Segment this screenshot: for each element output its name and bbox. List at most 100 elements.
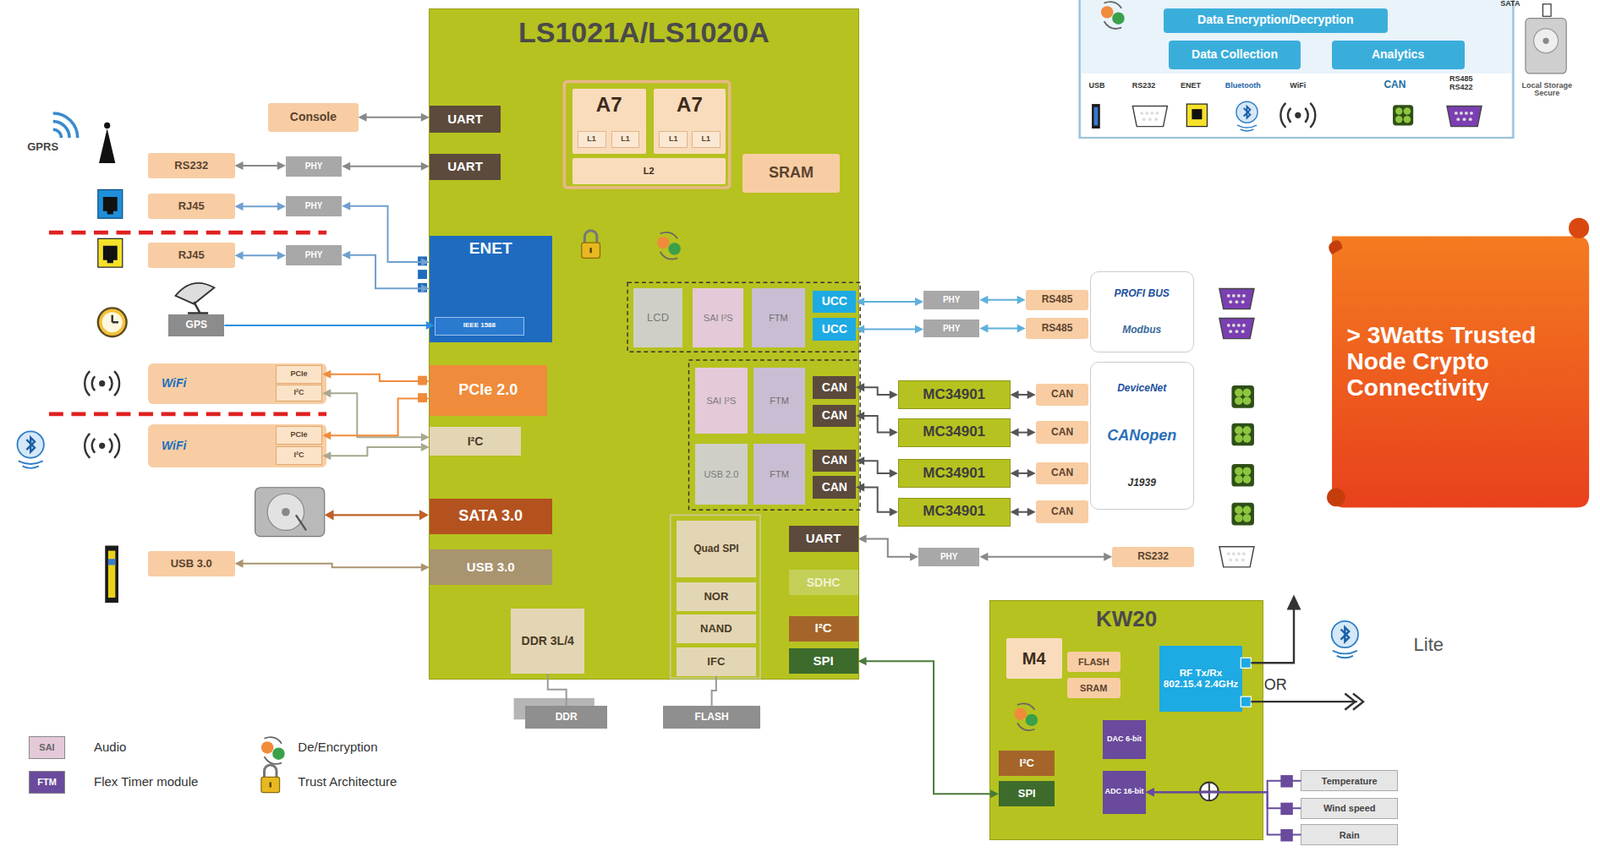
feature-panel	[1081, 73, 1512, 137]
connector	[322, 443, 430, 461]
node-label: PHY	[305, 161, 324, 171]
connector-line	[241, 254, 280, 257]
timer-block: FTM	[753, 443, 805, 505]
port-box: Console	[268, 103, 358, 132]
satellite-dish	[175, 283, 215, 314]
connector	[1010, 428, 1036, 438]
arrowhead	[889, 508, 899, 517]
node-label: FLASH	[695, 712, 729, 724]
local-storage-disk	[1542, 38, 1549, 44]
panel-icons	[1403, 107, 1411, 115]
gprs-signal	[53, 113, 78, 138]
connector-line	[1016, 472, 1031, 475]
arrowhead	[341, 251, 351, 260]
node-label: CAN	[821, 454, 848, 467]
node-label: RJ45	[178, 249, 205, 262]
gps-box: GPS	[168, 314, 225, 338]
arrowhead	[235, 559, 244, 569]
connector	[1010, 469, 1036, 478]
node-label: USB 2.0	[703, 469, 739, 480]
annotation-label: SAI	[28, 742, 66, 753]
node-label: KW20	[1095, 607, 1157, 632]
wifi-card: WiFiPCIeI²C	[147, 363, 327, 405]
panel-icons	[1403, 115, 1411, 123]
i2c-block: I²C	[998, 750, 1055, 777]
sata-link	[324, 509, 429, 521]
ucc-block: UCC	[812, 317, 856, 341]
pcie-block: PCIe 2.0	[429, 365, 548, 417]
arrowhead	[858, 534, 867, 543]
arrowhead	[909, 553, 919, 562]
node-label: Modbus	[1122, 324, 1162, 336]
cache-block: L1	[577, 131, 607, 148]
node-label: A7	[676, 93, 703, 116]
memory-interface: NAND	[676, 614, 757, 644]
node-label: CAN	[821, 409, 848, 422]
node-label: ENET	[469, 240, 513, 258]
arrowhead	[341, 202, 351, 211]
pcie-port	[417, 393, 428, 404]
rj45-icon	[98, 189, 123, 268]
sensor-tab	[1280, 775, 1293, 788]
rj45-icon	[103, 246, 118, 264]
node-label: RS485	[1041, 323, 1074, 335]
connector-line	[861, 416, 893, 433]
port-box: RJ45	[147, 193, 236, 220]
antenna-tower	[98, 122, 116, 164]
node-label: UART	[447, 159, 483, 175]
connector	[224, 321, 434, 330]
connector	[979, 324, 1025, 334]
can-block: CAN	[812, 376, 856, 400]
can-block: CAN	[812, 476, 856, 499]
converter-block: ADC 16-bit	[1102, 771, 1146, 815]
arrowhead	[889, 428, 899, 438]
node-label: CAN	[821, 481, 848, 494]
illustration	[1446, 105, 1482, 127]
node-label: FLASH	[1078, 657, 1110, 668]
connector	[1010, 508, 1036, 517]
arrowhead	[1027, 508, 1036, 517]
node-label: I²C	[294, 389, 305, 398]
connector	[855, 383, 899, 400]
audio-block: SAI I²S	[695, 367, 749, 433]
clock-icon	[98, 307, 127, 337]
port-box: CAN	[1035, 383, 1090, 407]
node-label: M4	[1022, 649, 1047, 669]
node-label: DDR 3L/4	[521, 635, 575, 648]
arrowhead	[341, 162, 351, 171]
node-label: FTM	[769, 469, 790, 480]
cache-block: L1	[658, 131, 688, 148]
connector	[322, 394, 430, 441]
connector	[322, 370, 430, 386]
connector	[855, 456, 899, 478]
arrowhead	[915, 325, 924, 335]
phy-box: PHY	[285, 156, 342, 177]
card-port: I²C	[275, 384, 324, 403]
gprs-signal	[53, 113, 78, 138]
card-port: I²C	[275, 446, 324, 466]
arrowhead	[1010, 390, 1020, 400]
timing-block: IEEE 1588	[434, 317, 525, 336]
connector-line	[364, 116, 424, 119]
node-label: L1	[620, 135, 631, 144]
arrowhead	[979, 324, 988, 334]
enet-port	[417, 256, 428, 293]
sata-block: SATA 3.0	[429, 498, 553, 535]
node-label: FTM	[768, 312, 789, 324]
sensor-tab	[1280, 803, 1293, 816]
connector-line	[861, 301, 918, 303]
sensor-box: Wind speed	[1300, 798, 1398, 820]
annotation-label: Local Storage Secure	[1517, 82, 1576, 99]
spi-block: SPI	[998, 781, 1055, 807]
port-box: RJ45	[147, 242, 236, 269]
connector	[979, 553, 1113, 562]
panel-icons	[1191, 109, 1202, 120]
port-box: RS232	[1112, 547, 1195, 568]
port-box: USB 3.0	[147, 551, 236, 577]
illustration	[84, 371, 120, 396]
connector	[235, 202, 286, 211]
node-label: CANopen	[1106, 427, 1177, 445]
node-label: Quad SPI	[693, 543, 739, 555]
arrowhead	[1027, 390, 1036, 400]
